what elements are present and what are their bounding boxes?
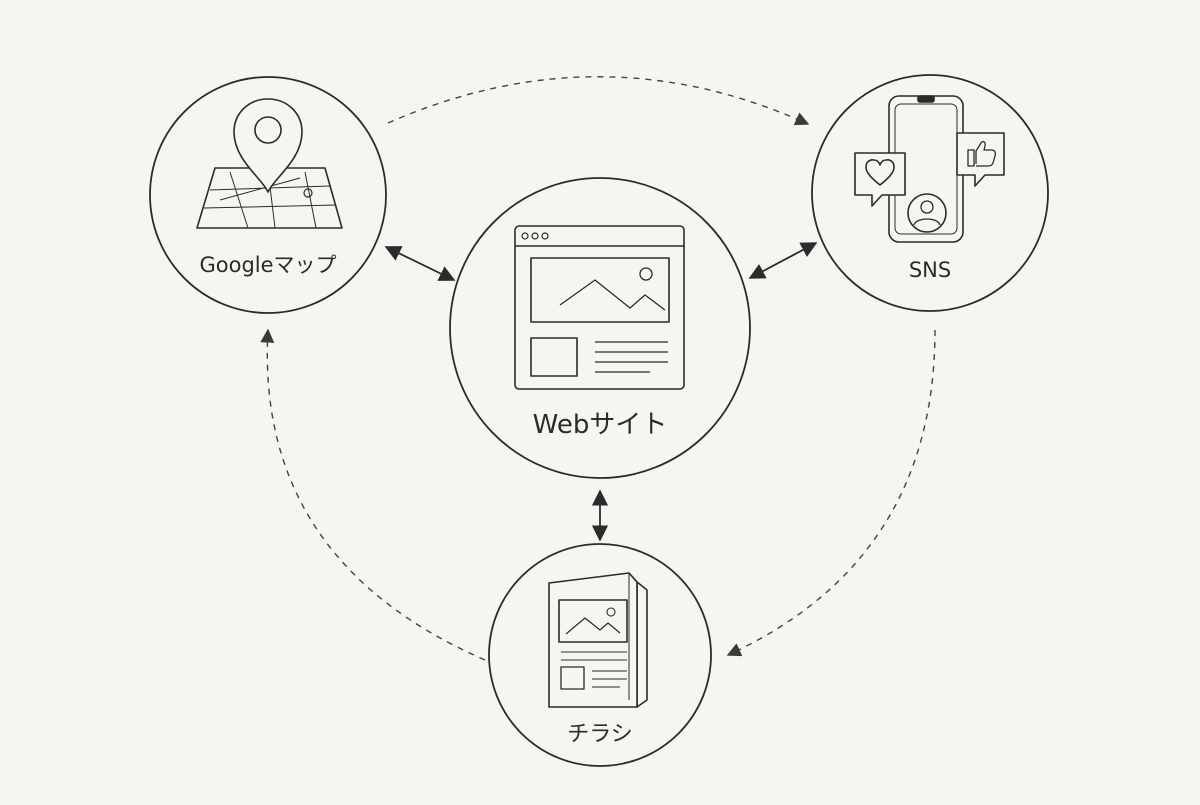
browser-window-icon: [514, 225, 685, 390]
node-sns-label: SNS: [909, 258, 951, 282]
arrow-sns-website: [748, 242, 818, 279]
node-google-maps: Googleマップ: [149, 76, 387, 314]
smartphone-social-icon: [854, 95, 1005, 243]
dashed-arrow-maps-to-sns: [387, 76, 810, 126]
node-website-label: Webサイト: [533, 410, 668, 440]
arrow-maps-website: [384, 246, 456, 281]
folded-flyer-icon: [548, 572, 648, 708]
node-google-maps-label: Googleマップ: [199, 253, 336, 277]
node-sns: SNS: [811, 74, 1049, 312]
node-website: Webサイト: [449, 177, 751, 479]
dashed-arrow-sns-to-flyer: [726, 329, 936, 657]
node-flyer: チラシ: [488, 543, 712, 767]
dashed-arrow-flyer-to-maps: [260, 328, 486, 661]
node-flyer-label: チラシ: [567, 722, 633, 747]
map-pin-icon: [196, 98, 343, 229]
